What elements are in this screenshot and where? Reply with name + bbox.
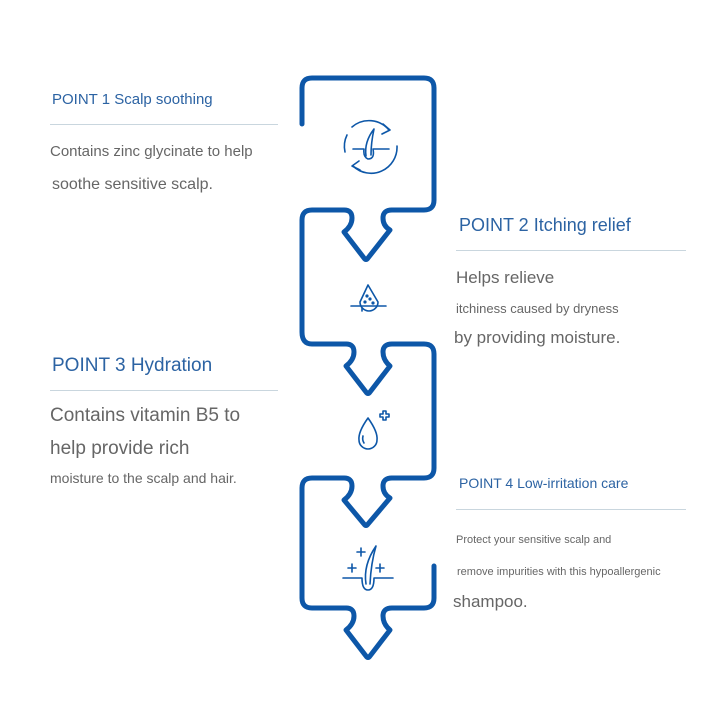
- point-2-line-2: itchiness caused by dryness: [456, 301, 619, 316]
- hair-follicle-cycle-icon: [343, 119, 398, 175]
- point-2-heading: POINT 2 Itching relief: [459, 215, 631, 235]
- point-3-line-2: help provide rich: [50, 438, 190, 459]
- flow-box-3: [343, 341, 437, 481]
- point-2-line-3: by providing moisture.: [454, 328, 621, 347]
- drop-plus-icon: [358, 410, 390, 450]
- flow-final-arrow: [343, 563, 437, 660]
- point-4-line-3: shampoo.: [453, 592, 528, 611]
- flow-box-2: [299, 207, 395, 347]
- point-2-divider: [456, 250, 686, 251]
- point-4-divider: [456, 509, 686, 510]
- flow-box-1: [299, 75, 437, 213]
- point-4-line-1: Protect your sensitive scalp and: [456, 534, 612, 546]
- point-4-line-2: remove impurities with this hypoallergen…: [457, 566, 661, 578]
- moisture-drop-icon: [350, 284, 387, 312]
- point-4-heading: POINT 4 Low-irritation care: [459, 475, 629, 491]
- point-3-line-1: Contains vitamin B5 to: [50, 405, 241, 426]
- sparkle-hair-icon: [342, 545, 394, 591]
- point-3-heading: POINT 3 Hydration: [52, 355, 213, 376]
- point-3-divider: [50, 390, 278, 391]
- point-3-line-3: moisture to the scalp and hair.: [50, 470, 237, 486]
- point-1-divider: [50, 124, 278, 125]
- flow-box-4: [299, 475, 395, 611]
- point-1-line-1: Contains zinc glycinate to help: [50, 143, 253, 160]
- point-2-line-1: Helps relieve: [456, 268, 555, 287]
- point-1-heading: POINT 1 Scalp soothing: [52, 91, 213, 108]
- point-1-line-2: soothe sensitive scalp.: [52, 176, 213, 193]
